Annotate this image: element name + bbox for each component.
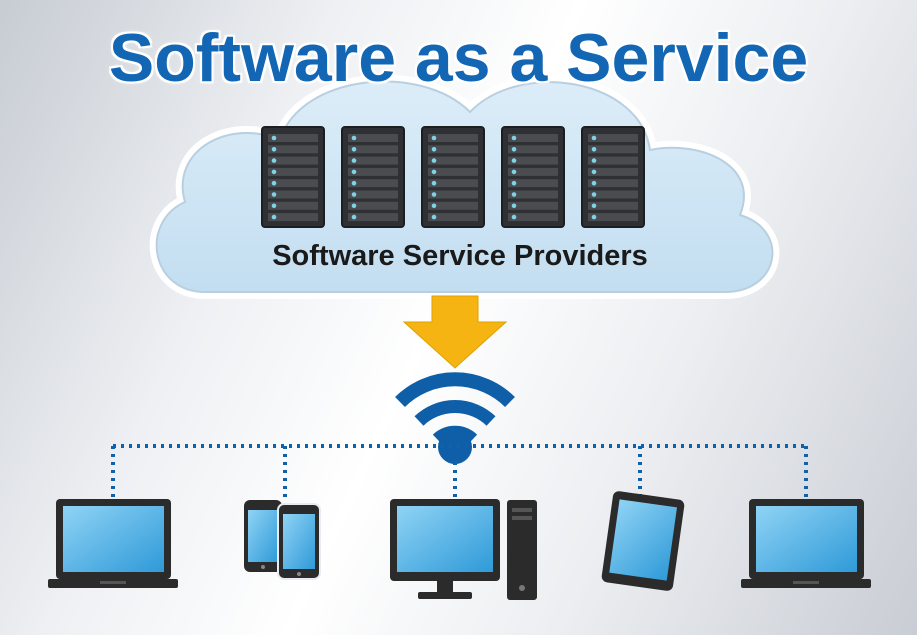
- laptop-icon: [741, 499, 871, 588]
- server-group: [261, 126, 645, 228]
- server-rack-icon: [581, 126, 645, 228]
- server-rack-icon: [421, 126, 485, 228]
- arrow-down-icon: [402, 295, 508, 369]
- server-rack-icon: [261, 126, 325, 228]
- laptop-icon: [48, 499, 178, 588]
- server-rack-icon: [341, 126, 405, 228]
- page-title: Software as a Service: [108, 20, 809, 96]
- tablet-icon: [601, 491, 685, 591]
- network-lines: [111, 444, 808, 498]
- server-rack-icon: [501, 126, 565, 228]
- wifi-icon: [395, 372, 515, 464]
- desktop-computer-icon: [390, 499, 537, 600]
- smartphones-icon: [244, 500, 321, 580]
- cloud-label: Software Service Providers: [272, 240, 648, 272]
